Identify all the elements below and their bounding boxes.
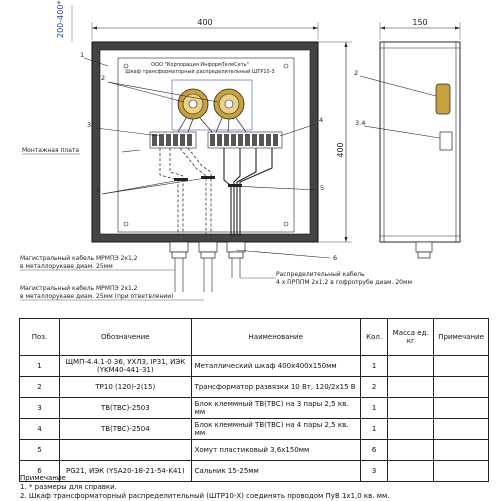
cell-qty: 1 <box>359 397 389 419</box>
dimension-top-offset: 200-400* <box>56 1 65 38</box>
cell-designation: TB(TBC)-2503 <box>59 397 192 419</box>
cell-note <box>433 397 489 419</box>
notes-section: Примечание 1. * размеры для справки. 2. … <box>20 474 490 501</box>
cell-designation: TB(TBC)-2504 <box>59 418 192 440</box>
cell-note <box>433 460 489 482</box>
table-row: 4 TB(TBC)-2504 Блок клеммный TB(TBC) на … <box>18 418 489 440</box>
cell-pos: 4 <box>18 418 61 440</box>
dimension-width-front: 400 <box>197 18 212 27</box>
header-designation: Обозначение <box>59 318 192 356</box>
cell-name: Трансформатор развязки 10 Вт, 120/2х15 В <box>190 376 361 398</box>
cell-pos: 1 <box>18 355 61 377</box>
note-item-2: 2. Шкаф трансформаторный распределительн… <box>20 492 390 500</box>
cell-mass <box>387 376 435 398</box>
cell-mass <box>387 397 435 419</box>
transformer-wiring <box>177 117 247 133</box>
cell-qty: 1 <box>359 418 389 440</box>
dimension-width-side: 150 <box>412 18 427 27</box>
callout-5: 5 <box>96 186 100 194</box>
callout-side-2: 2 <box>354 69 358 77</box>
cell-pos: 3 <box>18 397 61 419</box>
dimension-height-front: 400 <box>336 142 345 157</box>
label-main-cable-1b: в металлорукаве диам. 25мм <box>20 263 113 270</box>
terminal-block-right <box>207 131 283 149</box>
cell-name: Блок клеммный TB(TBC) на 3 пары 2,5 кв. … <box>190 397 361 419</box>
terminal-block-left <box>149 131 197 149</box>
label-main-cable-2: Магистральный кабель МРМПЭ 2х1,2 <box>20 285 138 292</box>
cell-designation: ЩМП-4.4.1-0 36, УХЛ3, IP31, ИЭК (YKM40-4… <box>59 355 192 377</box>
gland-1 <box>169 241 189 292</box>
transformer-left <box>177 88 209 120</box>
callout-5-right: 5 <box>320 184 324 192</box>
cell-mass <box>387 439 435 461</box>
header-mass: Масса ед. кг <box>387 318 435 356</box>
cell-qty: 2 <box>359 376 389 398</box>
table-row: 5 Хомут пластиковый 3,6х150мм 6 <box>18 439 489 461</box>
cell-note <box>433 376 489 398</box>
cell-qty: 3 <box>359 460 389 482</box>
note-item-1: 1. * размеры для справки. <box>20 483 117 491</box>
notes-title: Примечание <box>20 474 66 482</box>
callout-1: 1 <box>80 51 84 59</box>
cell-name: Хомут пластиковый 3,6х150мм <box>190 439 361 461</box>
cell-qty: 6 <box>359 439 389 461</box>
cell-pos: 5 <box>18 439 61 461</box>
table-row: 6 PG21, ИЭК (YSA20-18-21-54-K41) Сальник… <box>18 460 489 482</box>
distribution-cables <box>223 148 273 236</box>
side-view-transformer <box>435 83 451 115</box>
label-dist-cable: Распределительный кабель <box>276 271 365 278</box>
header-qty: Кол. <box>359 318 389 356</box>
side-view-gland <box>415 241 433 259</box>
callout-6: 6 <box>333 254 337 262</box>
callout-side-3-4: 3.4 <box>355 119 365 127</box>
side-view-terminal-block <box>439 131 453 151</box>
cell-name: Сальник 15-25мм <box>190 460 361 482</box>
label-mounting-plate: Монтажная плата <box>22 147 79 154</box>
label-main-cable-1: Магистральный кабель МРМПЭ 2х1,2 <box>20 255 138 262</box>
cell-name: Металлический шкаф 400х400х150мм <box>190 355 361 377</box>
callout-4: 4 <box>319 116 323 124</box>
cell-mass <box>387 418 435 440</box>
table-row: 3 TB(TBC)-2503 Блок клеммный TB(TBC) на … <box>18 397 489 419</box>
main-cables <box>159 147 212 236</box>
callout-3: 3 <box>87 121 91 129</box>
mounting-plate <box>117 57 295 233</box>
nameplate-line-2: Шкаф трансформаторный распределительный … <box>125 68 274 75</box>
header-note: Примечание <box>433 318 489 356</box>
cell-designation: ТР10 (120)-2(15) <box>59 376 192 398</box>
gland-2 <box>198 241 218 292</box>
technical-drawing: 400 200-400* ООО "Корпорация ИнформТелеС… <box>20 1 461 301</box>
callout-2: 2 <box>101 74 105 82</box>
label-main-cable-2b: в металлорукаве диам. 25мм (при ответвле… <box>20 293 174 300</box>
cell-name: Блок клеммный TB(TBC) на 4 пары 2,5 кв. … <box>190 418 361 440</box>
table-row: 2 ТР10 (120)-2(15) Трансформатор развязк… <box>18 376 489 398</box>
gland-3 <box>226 241 246 278</box>
cell-qty: 1 <box>359 355 389 377</box>
cell-designation <box>59 439 192 461</box>
cell-pos: 6 <box>18 460 61 482</box>
cell-note <box>433 439 489 461</box>
label-dist-cable-b: 4 х ПРППМ 2х1,2 в гофротрубе диам. 20мм <box>276 279 412 286</box>
cell-mass <box>387 355 435 377</box>
specification-table: Поз. Обозначение Наименование Кол. Масса… <box>18 318 489 482</box>
cell-note <box>433 418 489 440</box>
table-row: 1 ЩМП-4.4.1-0 36, УХЛ3, IP31, ИЭК (YKM40… <box>18 355 489 377</box>
cell-pos: 2 <box>18 376 61 398</box>
table-header-row: Поз. Обозначение Наименование Кол. Масса… <box>18 318 489 356</box>
cell-designation: PG21, ИЭК (YSA20-18-21-54-K41) <box>59 460 192 482</box>
cell-note <box>433 355 489 377</box>
transformer-right <box>213 88 245 120</box>
header-name: Наименование <box>190 318 361 356</box>
nameplate-line-1: ООО "Корпорация ИнформТелеСеть" <box>151 62 249 68</box>
header-pos: Поз. <box>18 318 61 356</box>
